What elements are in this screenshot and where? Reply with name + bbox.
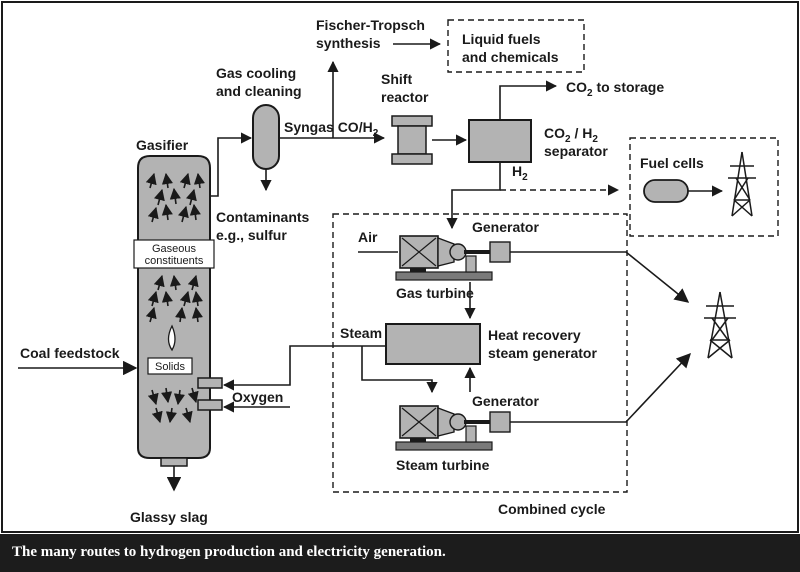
liquid-fuels-label-1: Liquid fuels — [462, 31, 541, 47]
air-label: Air — [358, 229, 378, 245]
heat-recovery-label-2: steam generator — [488, 345, 597, 361]
liquid-fuels-box — [447, 19, 585, 73]
fischer-tropsch-label-1: Fischer-Tropsch — [316, 17, 425, 33]
caption-bar: The many routes to hydrogen production a… — [0, 534, 800, 572]
fuel-cells-label: Fuel cells — [640, 155, 704, 171]
gasifier — [137, 155, 223, 467]
solids-label: Solids — [155, 361, 185, 373]
contaminants-label-2: e.g., sulfur — [216, 227, 287, 243]
co2-h2-separator — [468, 119, 532, 163]
fischer-tropsch-label-2: synthesis — [316, 35, 381, 51]
generator-label-2: Generator — [472, 393, 539, 409]
gaseous-label-2: constituents — [145, 255, 204, 267]
h2-label: H2 — [512, 163, 528, 183]
gas-turbine — [395, 235, 511, 281]
fuel-cells-box — [629, 137, 779, 237]
generator-1-to-grid-arrow — [510, 251, 690, 303]
co2-storage-label: CO2 to storage — [566, 79, 664, 99]
transmission-tower-icon — [728, 151, 756, 217]
generator-label-1: Generator — [472, 219, 539, 235]
gas-cooling-vessel — [252, 104, 280, 170]
gasifier-flow-down — [147, 387, 199, 424]
gas-cooling-label-1: Gas cooling — [216, 65, 296, 81]
liquid-fuels-label-2: and chemicals — [462, 49, 559, 65]
separator-label-1: CO2 / H2 — [544, 125, 598, 145]
heat-recovery-label-1: Heat recovery — [488, 327, 581, 343]
steam-to-gasifier-arrow — [222, 345, 386, 391]
gasifier-to-cooling-line — [210, 132, 253, 197]
gasifier-flow-up — [145, 172, 205, 323]
steam-label: Steam — [340, 325, 382, 341]
shift-reactor-label-2: reactor — [381, 89, 429, 105]
flame-icon — [167, 324, 176, 352]
gaseous-label-1: Gaseous — [152, 243, 197, 255]
gasifier-label: Gasifier — [136, 137, 189, 153]
contaminants-label-1: Contaminants — [216, 209, 310, 225]
gas-turbine-label: Gas turbine — [396, 285, 474, 301]
syngas-label: Syngas CO/H2 — [284, 119, 379, 139]
gaseous-label-box — [133, 239, 215, 269]
coal-feedstock-label: Coal feedstock — [20, 345, 120, 361]
solids-label-box — [147, 357, 193, 375]
grid-transmission-tower-icon — [704, 291, 736, 359]
combined-cycle-label: Combined cycle — [498, 501, 606, 517]
process-diagram: Gaseous constituents Solids Gasifier Coa… — [1, 1, 799, 533]
heat-recovery-steam-generator — [385, 323, 481, 365]
h2-to-gas-turbine-arrow — [446, 162, 501, 230]
steam-turbine-label: Steam turbine — [396, 457, 490, 473]
shift-reactor-label-1: Shift — [381, 71, 412, 87]
oxygen-label: Oxygen — [232, 389, 283, 405]
separator-label-2: separator — [544, 143, 608, 159]
steam-turbine — [395, 405, 511, 451]
co2-storage-arrow — [499, 80, 558, 120]
steam-to-steam-turbine-arrow — [361, 346, 438, 394]
gas-cooling-label-2: and cleaning — [216, 83, 302, 99]
caption-text: The many routes to hydrogen production a… — [12, 544, 446, 560]
combined-cycle-box — [332, 213, 628, 493]
glassy-slag-label: Glassy slag — [130, 509, 208, 525]
generator-2-to-grid-arrow — [510, 352, 691, 423]
fuel-cell-unit — [643, 179, 689, 203]
outer-frame — [1, 1, 799, 533]
shift-reactor — [391, 115, 433, 165]
